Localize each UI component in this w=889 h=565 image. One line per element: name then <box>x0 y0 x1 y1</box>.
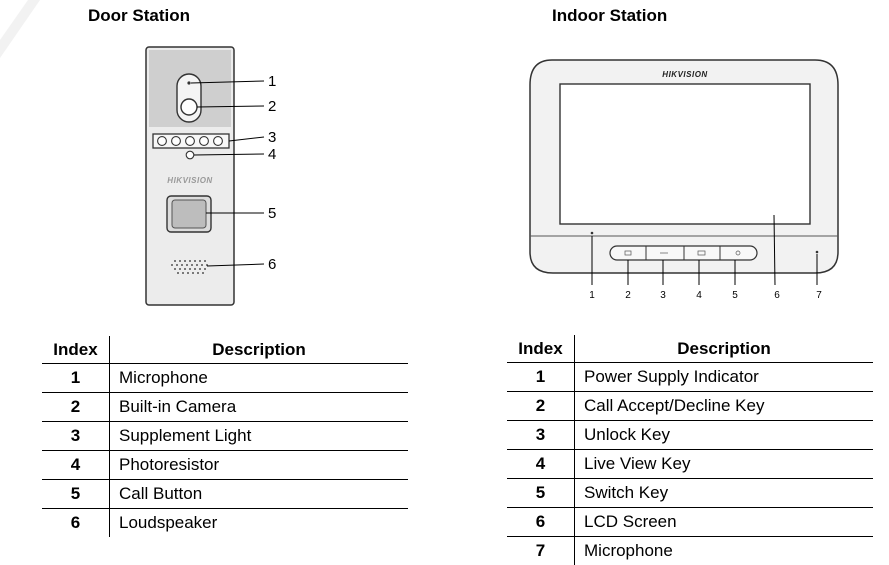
indoor-microphone-hole <box>816 251 819 254</box>
indoor-callout-5: 5 <box>732 290 738 301</box>
row-index: 3 <box>42 422 110 451</box>
door-callout-2: 2 <box>268 98 276 115</box>
row-index: 4 <box>42 451 110 480</box>
door-callout-1: 1 <box>268 73 276 90</box>
row-index: 5 <box>42 480 110 509</box>
row-description: Power Supply Indicator <box>575 363 874 392</box>
indoor-callout-1: 1 <box>589 290 595 301</box>
door-brand-text: HIKVISION <box>167 176 212 185</box>
power-supply-indicator <box>591 232 594 235</box>
door-callout-6: 6 <box>268 256 276 273</box>
microphone-hole <box>187 81 190 84</box>
row-index: 5 <box>507 479 575 508</box>
indoor-brand-text: HIKVISION <box>662 70 707 79</box>
description-header: Description <box>575 335 874 363</box>
row-description: Photoresistor <box>110 451 409 480</box>
row-description: LCD Screen <box>575 508 874 537</box>
door-callout-4: 4 <box>268 146 276 163</box>
row-description: Call Button <box>110 480 409 509</box>
watermark-shape <box>0 0 40 58</box>
description-header: Description <box>110 336 409 364</box>
table-header-row: Index Description <box>507 335 873 363</box>
indoor-callout-2: 2 <box>625 290 631 301</box>
call-button <box>172 200 206 228</box>
photoresistor <box>186 151 194 159</box>
index-header: Index <box>42 336 110 364</box>
row-index: 2 <box>42 393 110 422</box>
door-callout-3: 3 <box>268 129 276 146</box>
row-description: Microphone <box>575 537 874 565</box>
row-index: 6 <box>507 508 575 537</box>
indoor-station-drawing: HIKVISION 1 2 3 4 <box>530 60 838 301</box>
row-index: 1 <box>507 363 575 392</box>
row-description: Built-in Camera <box>110 393 409 422</box>
row-index: 6 <box>42 509 110 538</box>
door-station-drawing: HIKVISION 1 2 3 4 5 6 <box>146 47 276 305</box>
indoor-callouts: 1 2 3 4 5 6 7 <box>589 290 822 301</box>
row-index: 2 <box>507 392 575 421</box>
row-index: 1 <box>42 364 110 393</box>
built-in-camera-lens <box>181 99 197 115</box>
row-description: Call Accept/Decline Key <box>575 392 874 421</box>
door-callouts: 1 2 3 4 5 6 <box>268 73 276 273</box>
row-description: Unlock Key <box>575 421 874 450</box>
index-header: Index <box>507 335 575 363</box>
table-header-row: Index Description <box>42 336 408 364</box>
station-diagrams: HIKVISION 1 2 3 4 5 6 <box>0 0 889 330</box>
row-description: Loudspeaker <box>110 509 409 538</box>
indoor-callout-3: 3 <box>660 290 666 301</box>
row-index: 3 <box>507 421 575 450</box>
row-description: Live View Key <box>575 450 874 479</box>
door-callout-5: 5 <box>268 205 276 222</box>
row-description: Supplement Light <box>110 422 409 451</box>
row-description: Microphone <box>110 364 409 393</box>
lcd-screen <box>560 84 810 224</box>
indoor-callout-6: 6 <box>774 290 780 301</box>
row-index: 7 <box>507 537 575 565</box>
indoor-callout-4: 4 <box>696 290 702 301</box>
indoor-callout-7: 7 <box>816 290 822 301</box>
row-description: Switch Key <box>575 479 874 508</box>
row-index: 4 <box>507 450 575 479</box>
